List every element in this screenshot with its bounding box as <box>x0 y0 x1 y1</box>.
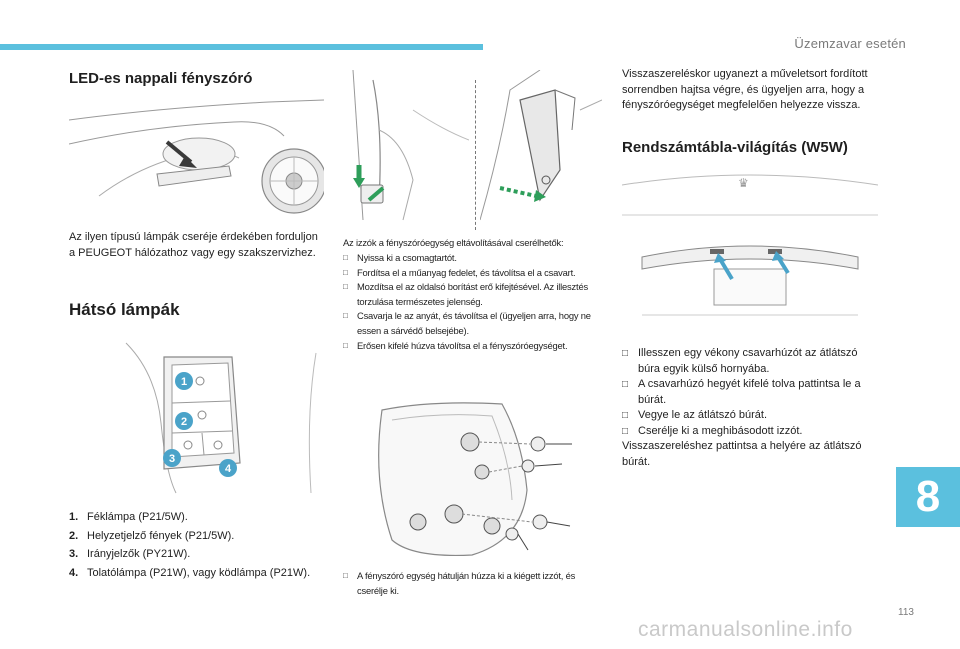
section-title: Üzemzavar esetén <box>794 36 906 51</box>
header-accent-bar <box>0 44 483 50</box>
page-number: 113 <box>898 607 914 618</box>
led-section-title: LED-es nappali fényszóró <box>69 70 253 87</box>
step-item: Nyissa ki a csomagtartót. <box>343 251 605 266</box>
watermark: carmanualsonline.info <box>638 618 853 641</box>
illustration-divider <box>475 80 476 230</box>
trunk-illustration-left <box>343 70 469 230</box>
step-item: Fordítsa el a műanyag fedelet, és távolí… <box>343 266 605 281</box>
rear-lamp-diagram: 1 2 3 4 <box>116 333 324 495</box>
step-item: A csavarhúzó hegyét kifelé tolva pattint… <box>622 377 874 408</box>
bulb-item: 1.Féklámpa (P21/5W). <box>69 511 188 523</box>
plate-light-outro: Visszaszereléshez pattintsa a helyére az… <box>622 440 862 468</box>
bulb-item: 2.Helyzetjelző fények (P21/5W). <box>69 529 235 542</box>
svg-text:4: 4 <box>225 463 232 475</box>
rear-lamps-title: Hátsó lámpák <box>69 300 180 319</box>
svg-text:2: 2 <box>181 416 187 428</box>
svg-text:♛: ♛ <box>738 176 749 190</box>
bulb-list: 1.Féklámpa (P21/5W). 2.Helyzetjelző fény… <box>69 510 319 584</box>
middle-steps: Nyissa ki a csomagtartót. Fordítsa el a … <box>343 251 605 353</box>
middle-intro: Az izzók a fényszóróegység eltávolításáv… <box>343 237 564 248</box>
marker-4: 4 <box>219 459 237 477</box>
step-item: Erősen kifelé húzva távolítsa el a fénys… <box>343 339 605 354</box>
middle-bottom-steps: A fényszóró egység hátulján húzza ki a k… <box>343 569 605 598</box>
step-item: Mozdítsa el az oldalsó borítást erő kife… <box>343 280 605 309</box>
chapter-tab: 8 <box>896 467 960 527</box>
step-item: Cserélje ki a meghibásodott izzót. <box>622 424 874 440</box>
trunk-illustration-right <box>480 70 602 230</box>
bulb-item: 4.Tolatólámpa (P21W), vagy ködlámpa (P21… <box>69 566 311 579</box>
step-item: Illesszen egy vékony csavarhúzót az átlá… <box>622 346 874 377</box>
reassembly-text: Visszaszereléskor ugyanezt a műveletsort… <box>622 68 868 111</box>
marker-2: 2 <box>175 412 193 430</box>
step-item: Vegye le az átlátszó búrát. <box>622 408 874 424</box>
plate-light-title: Rendszámtábla-világítás (W5W) <box>622 139 848 156</box>
led-section-text: Az ilyen típusú lámpák cseréje érdekében… <box>69 231 318 259</box>
svg-text:1: 1 <box>181 376 187 388</box>
marker-3: 3 <box>163 449 181 467</box>
bulb-item: 3.Irányjelzők (PY21W). <box>69 548 191 560</box>
plate-light-steps: Illesszen egy vékony csavarhúzót az átlá… <box>622 346 874 439</box>
marker-1: 1 <box>175 372 193 390</box>
step-item: A fényszóró egység hátulján húzza ki a k… <box>343 569 605 598</box>
plate-light-illustration: ♛ <box>622 165 878 335</box>
step-item: Csavarja le az anyát, és távolítsa el (ü… <box>343 309 605 338</box>
led-headlamp-illustration <box>69 96 324 220</box>
headlamp-unit-back-illustration <box>352 400 592 560</box>
svg-text:3: 3 <box>169 453 175 465</box>
